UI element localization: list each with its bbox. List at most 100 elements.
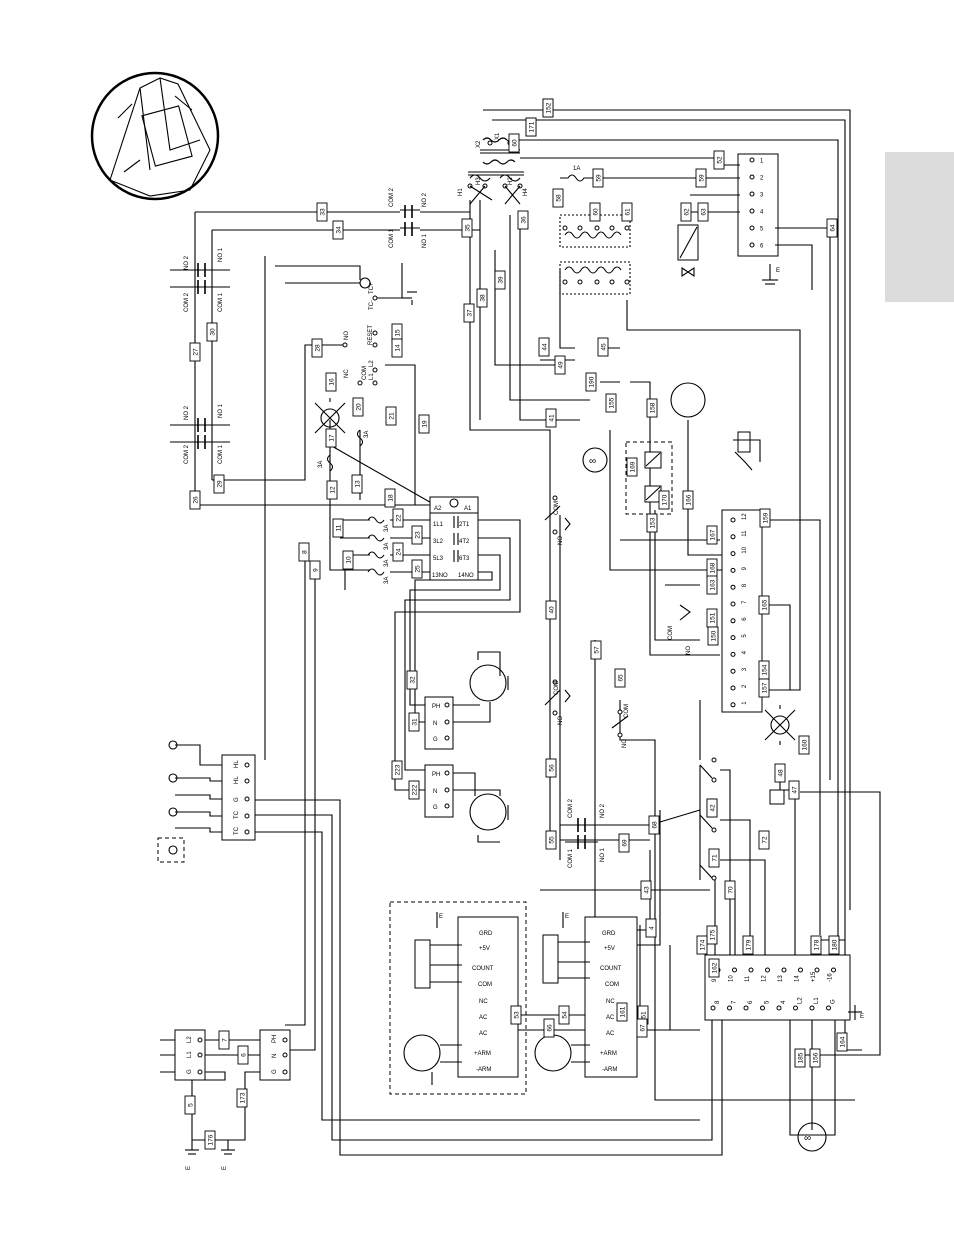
wire-label-173: 173	[236, 1088, 248, 1108]
board-bottom-terminal-8	[710, 1005, 716, 1011]
wire-label-text: 168	[710, 562, 717, 573]
wire-label-72: 72	[758, 830, 770, 850]
wire-label-text: 36	[521, 216, 528, 224]
strip-number: 6	[742, 617, 748, 621]
svg-text:∞: ∞	[804, 1133, 811, 1144]
svg-text:14NO: 14NO	[458, 573, 474, 579]
wire-label-64: 64	[826, 218, 838, 238]
wire-label-text: 151	[710, 612, 717, 623]
strip-terminal-3	[730, 668, 736, 674]
wire-label-text: 63	[701, 208, 708, 216]
board-bottom-number: 7	[732, 1000, 738, 1004]
relay-contacts-bottom: COM 2 NO 2 COM 1 NO 1	[565, 798, 606, 868]
wire-label-text: 155	[609, 397, 616, 408]
wire-label-22: 22	[392, 508, 404, 528]
wire-label-162: 162	[708, 958, 720, 978]
board-top-number: 10	[729, 975, 735, 982]
svg-text:NO: NO	[558, 716, 564, 725]
wire-label-text: 150	[711, 630, 718, 641]
svg-text:NC: NC	[606, 999, 615, 1005]
pressure-switch-upper: COM NO	[544, 495, 571, 545]
label-h1: H1	[458, 188, 464, 196]
svg-text:COM: COM	[605, 982, 619, 988]
wire-label-text: 6	[241, 1053, 248, 1057]
ground-top-right: E	[762, 264, 780, 285]
wire-label-text: 165	[762, 599, 769, 610]
wire-label-41: 41	[545, 408, 557, 428]
wire-label-text: 152	[546, 102, 553, 113]
board-top-terminal-11	[748, 967, 754, 973]
wire-label-63: 63	[697, 202, 709, 222]
svg-text:3A: 3A	[384, 560, 390, 567]
label-no1-left-b: NO 1	[218, 403, 224, 418]
svg-text:G: G	[272, 1069, 278, 1074]
wire-label-text: 167	[710, 529, 717, 540]
wire-label-156: 156	[809, 1048, 821, 1068]
board-bottom-terminal-7	[727, 1005, 732, 1011]
pump-symbol: ∞	[582, 447, 608, 473]
wire-label-text: 65	[618, 674, 625, 682]
label-com2-left-b: COM 2	[184, 444, 190, 464]
wire-label-text: 33	[320, 208, 327, 216]
wire-label-text: 20	[356, 403, 363, 411]
svg-text:TC: TC	[234, 826, 240, 835]
label-tc-minus: TC-	[369, 300, 375, 310]
wire-label-text: 174	[700, 939, 707, 950]
wire-label-text: 12	[330, 486, 337, 494]
wire-label-25: 25	[411, 559, 423, 579]
board-top-number: +15	[811, 971, 817, 982]
svg-text:AC: AC	[606, 1031, 615, 1037]
wire-label-179: 179	[742, 935, 754, 955]
wire-label-text: 39	[498, 276, 505, 284]
svg-text:G: G	[433, 737, 438, 743]
wire-label-8: 8	[298, 542, 310, 562]
wire-label-text: 62	[684, 208, 691, 216]
wire-label-171: 171	[525, 117, 537, 137]
strip-number: 4	[742, 650, 748, 654]
svg-text:GRD: GRD	[479, 931, 493, 937]
wire-label-12: 12	[326, 480, 338, 500]
speed-control-box-left: E GRD +5V COUNT COM NC AC AC +ARM -ARM	[389, 901, 527, 1095]
section-tab	[885, 152, 954, 302]
svg-text:2T1: 2T1	[459, 522, 470, 528]
wire-label-45: 45	[597, 337, 609, 357]
wire-label-text: 11	[336, 524, 343, 531]
label-com1-top: COM 1	[389, 228, 395, 248]
wire-label-text: 44	[542, 343, 549, 351]
wire-label-174: 174	[696, 935, 708, 955]
board-top-terminal-12	[765, 967, 770, 973]
wire-label-text: 67	[640, 1024, 647, 1032]
svg-text:COM: COM	[554, 681, 560, 695]
svg-text:+ARM: +ARM	[474, 1051, 491, 1057]
strip-terminal-11	[730, 534, 736, 540]
wire-label-text: 153	[650, 517, 657, 528]
wire-label-69: 69	[618, 833, 630, 853]
wire-label-5: 5	[184, 1095, 196, 1115]
svg-text:TC: TC	[234, 810, 240, 819]
wire-label-text: 190	[589, 376, 596, 387]
wire-label-44: 44	[538, 337, 550, 357]
wire-label-170: 170	[658, 490, 670, 510]
svg-text:NO: NO	[622, 739, 628, 748]
wire-label-150: 150	[707, 626, 719, 646]
wire-label-26: 26	[189, 490, 201, 510]
wire-label-27: 27	[189, 342, 201, 362]
svg-text:3A: 3A	[384, 543, 390, 550]
wire-label-text: 48	[778, 769, 785, 777]
temperature-controller-terminals: TC+ TC- RESET NO NC COM L2 L1	[342, 277, 417, 386]
round-component	[670, 382, 706, 418]
svg-text:AC: AC	[479, 1031, 488, 1037]
ground-bottom-left: E E	[185, 1140, 235, 1170]
svg-text:E: E	[565, 914, 569, 920]
label-h4: H4	[523, 188, 529, 196]
wire-label-152: 152	[542, 98, 554, 118]
wire-label-text: 158	[650, 402, 657, 413]
pressure-switch-lower: COM NO	[544, 679, 571, 725]
label-com1-left-b: COM 1	[218, 444, 224, 464]
wire-label-151: 151	[706, 608, 718, 628]
board-bottom-number: 8	[715, 1000, 721, 1004]
wire-label-text: 71	[712, 854, 719, 862]
board-bottom-terminal-6	[743, 1005, 749, 1011]
terminal-number: 4	[760, 210, 764, 216]
